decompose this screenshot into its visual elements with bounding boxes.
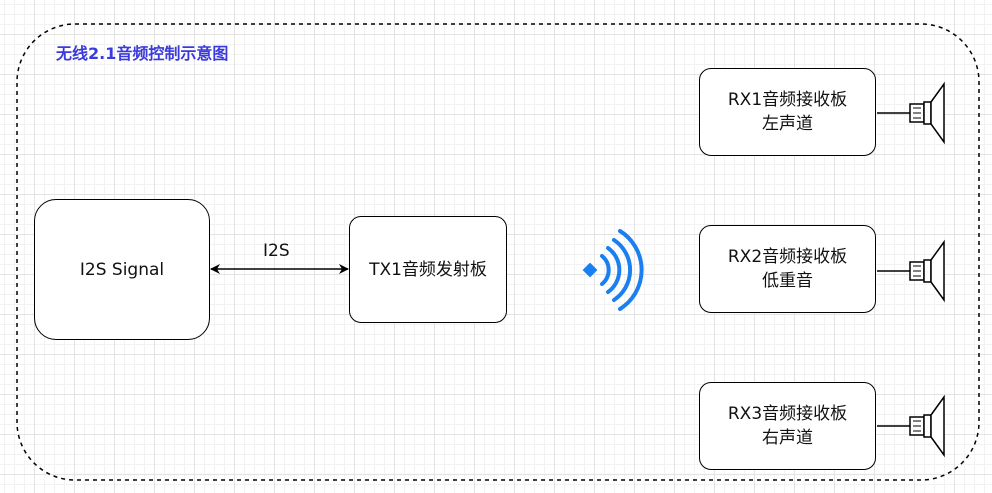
- rx3-receiver-box[interactable]: RX3音频接收板 右声道: [699, 382, 876, 470]
- rx1-channel: 左声道: [762, 114, 813, 134]
- system-boundary: [16, 23, 980, 481]
- i2s-link-label: I2S: [263, 241, 290, 261]
- rx2-title: RX2音频接收板: [727, 247, 848, 267]
- rx2-receiver-box[interactable]: RX2音频接收板 低重音: [699, 225, 876, 313]
- rx3-title: RX3音频接收板: [727, 404, 848, 424]
- wifi-signal-icon: [582, 229, 644, 311]
- rx2-channel: 低重音: [762, 271, 813, 291]
- rx1-title: RX1音频接收板: [727, 90, 848, 110]
- speaker-icon: [909, 394, 945, 458]
- rx1-receiver-box[interactable]: RX1音频接收板 左声道: [699, 68, 876, 156]
- tx1-transmitter-box[interactable]: TX1音频发射板: [349, 216, 507, 323]
- speaker-icon: [909, 81, 945, 145]
- i2s-signal-label: I2S Signal: [79, 259, 165, 280]
- diagram-title: 无线2.1音频控制示意图: [56, 44, 229, 63]
- i2s-signal-box[interactable]: I2S Signal: [34, 199, 210, 340]
- tx1-label: TX1音频发射板: [369, 259, 487, 280]
- speaker-icon: [909, 239, 945, 303]
- rx3-channel: 右声道: [762, 428, 813, 448]
